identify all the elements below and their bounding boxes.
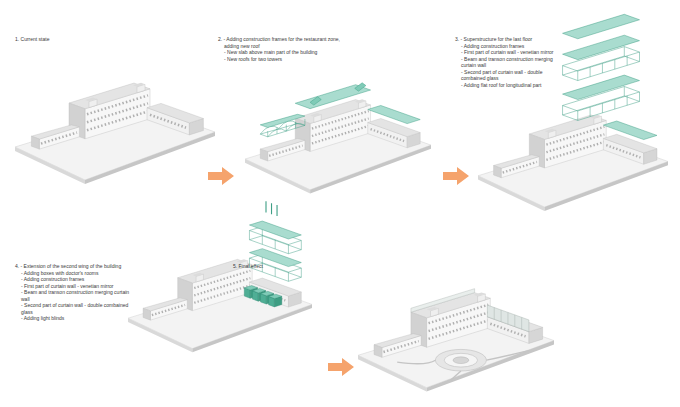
step-bullet: - Adding boxes with doctor's rooms (15, 270, 137, 277)
courtyard (444, 353, 477, 367)
step-bullet: - New slab above main part of the buildi… (218, 49, 353, 56)
step-bullet: - Beam and transon construction merging … (455, 56, 559, 69)
glass-mullions (494, 307, 521, 329)
step-heading: 3. - Superstructure for the last floor (455, 36, 559, 43)
curtain-wall (249, 221, 301, 239)
step-bullet: - First part of curtain wall - venetian … (15, 283, 137, 290)
step-arrow (443, 167, 469, 185)
step-heading: 4. - Extension of the second wing of the… (15, 263, 137, 270)
step-arrow (328, 358, 354, 376)
step-bullet: - First part of curtain wall - venetian … (455, 49, 559, 56)
step-description: 5. Final effect (233, 263, 353, 270)
building-model (358, 292, 554, 391)
step-bullet: - Adding light blinds (15, 315, 137, 322)
building-model (478, 115, 668, 211)
step-arrow (208, 167, 234, 185)
building-model (128, 259, 312, 352)
step-heading: 1. Current state (15, 36, 165, 43)
roof-slab (563, 14, 640, 38)
step-description: 1. Current state (15, 36, 165, 43)
step-description: 3. - Superstructure for the last floor- … (455, 36, 559, 88)
courtyard (435, 349, 486, 371)
tower-roof (355, 83, 366, 91)
tower-roof (310, 97, 321, 105)
roof-slab (368, 105, 420, 123)
step-description: 4. - Extension of the second wing of the… (15, 263, 137, 322)
roof-slab (260, 114, 305, 127)
building-model (245, 99, 431, 193)
curtain-wall (563, 35, 640, 59)
curtain-wall (563, 75, 640, 99)
step-heading: 5. Final effect (233, 263, 353, 270)
step4-model (128, 201, 312, 352)
footpath (397, 350, 529, 379)
light-blinds (266, 201, 277, 216)
flat-roof (603, 121, 657, 140)
step-bullet: - Second part of curtain wall - double c… (455, 69, 559, 82)
step-bullet: - New roofs for two towers (218, 56, 353, 63)
step-bullet: - Second part of curtain wall - double c… (15, 302, 137, 315)
glass-extension (487, 305, 529, 332)
step-heading: 2. - Adding construction frames for the … (218, 36, 353, 49)
step-description: 2. - Adding construction frames for the … (218, 36, 353, 62)
step2-model (245, 83, 431, 194)
building-model (15, 83, 215, 184)
courtyard (453, 357, 469, 364)
doctor-room-box (269, 294, 282, 307)
final-model (358, 289, 554, 392)
step-bullet: - Adding construction frames (15, 276, 137, 283)
step-bullet: - Beam and transon construction merging … (15, 289, 137, 302)
current-state-model (15, 83, 215, 184)
step-bullet: - Adding flat roof for longitudinal part (455, 82, 559, 89)
step-bullet: - Adding construction frames (455, 43, 559, 50)
glass-superstructure (411, 289, 475, 313)
